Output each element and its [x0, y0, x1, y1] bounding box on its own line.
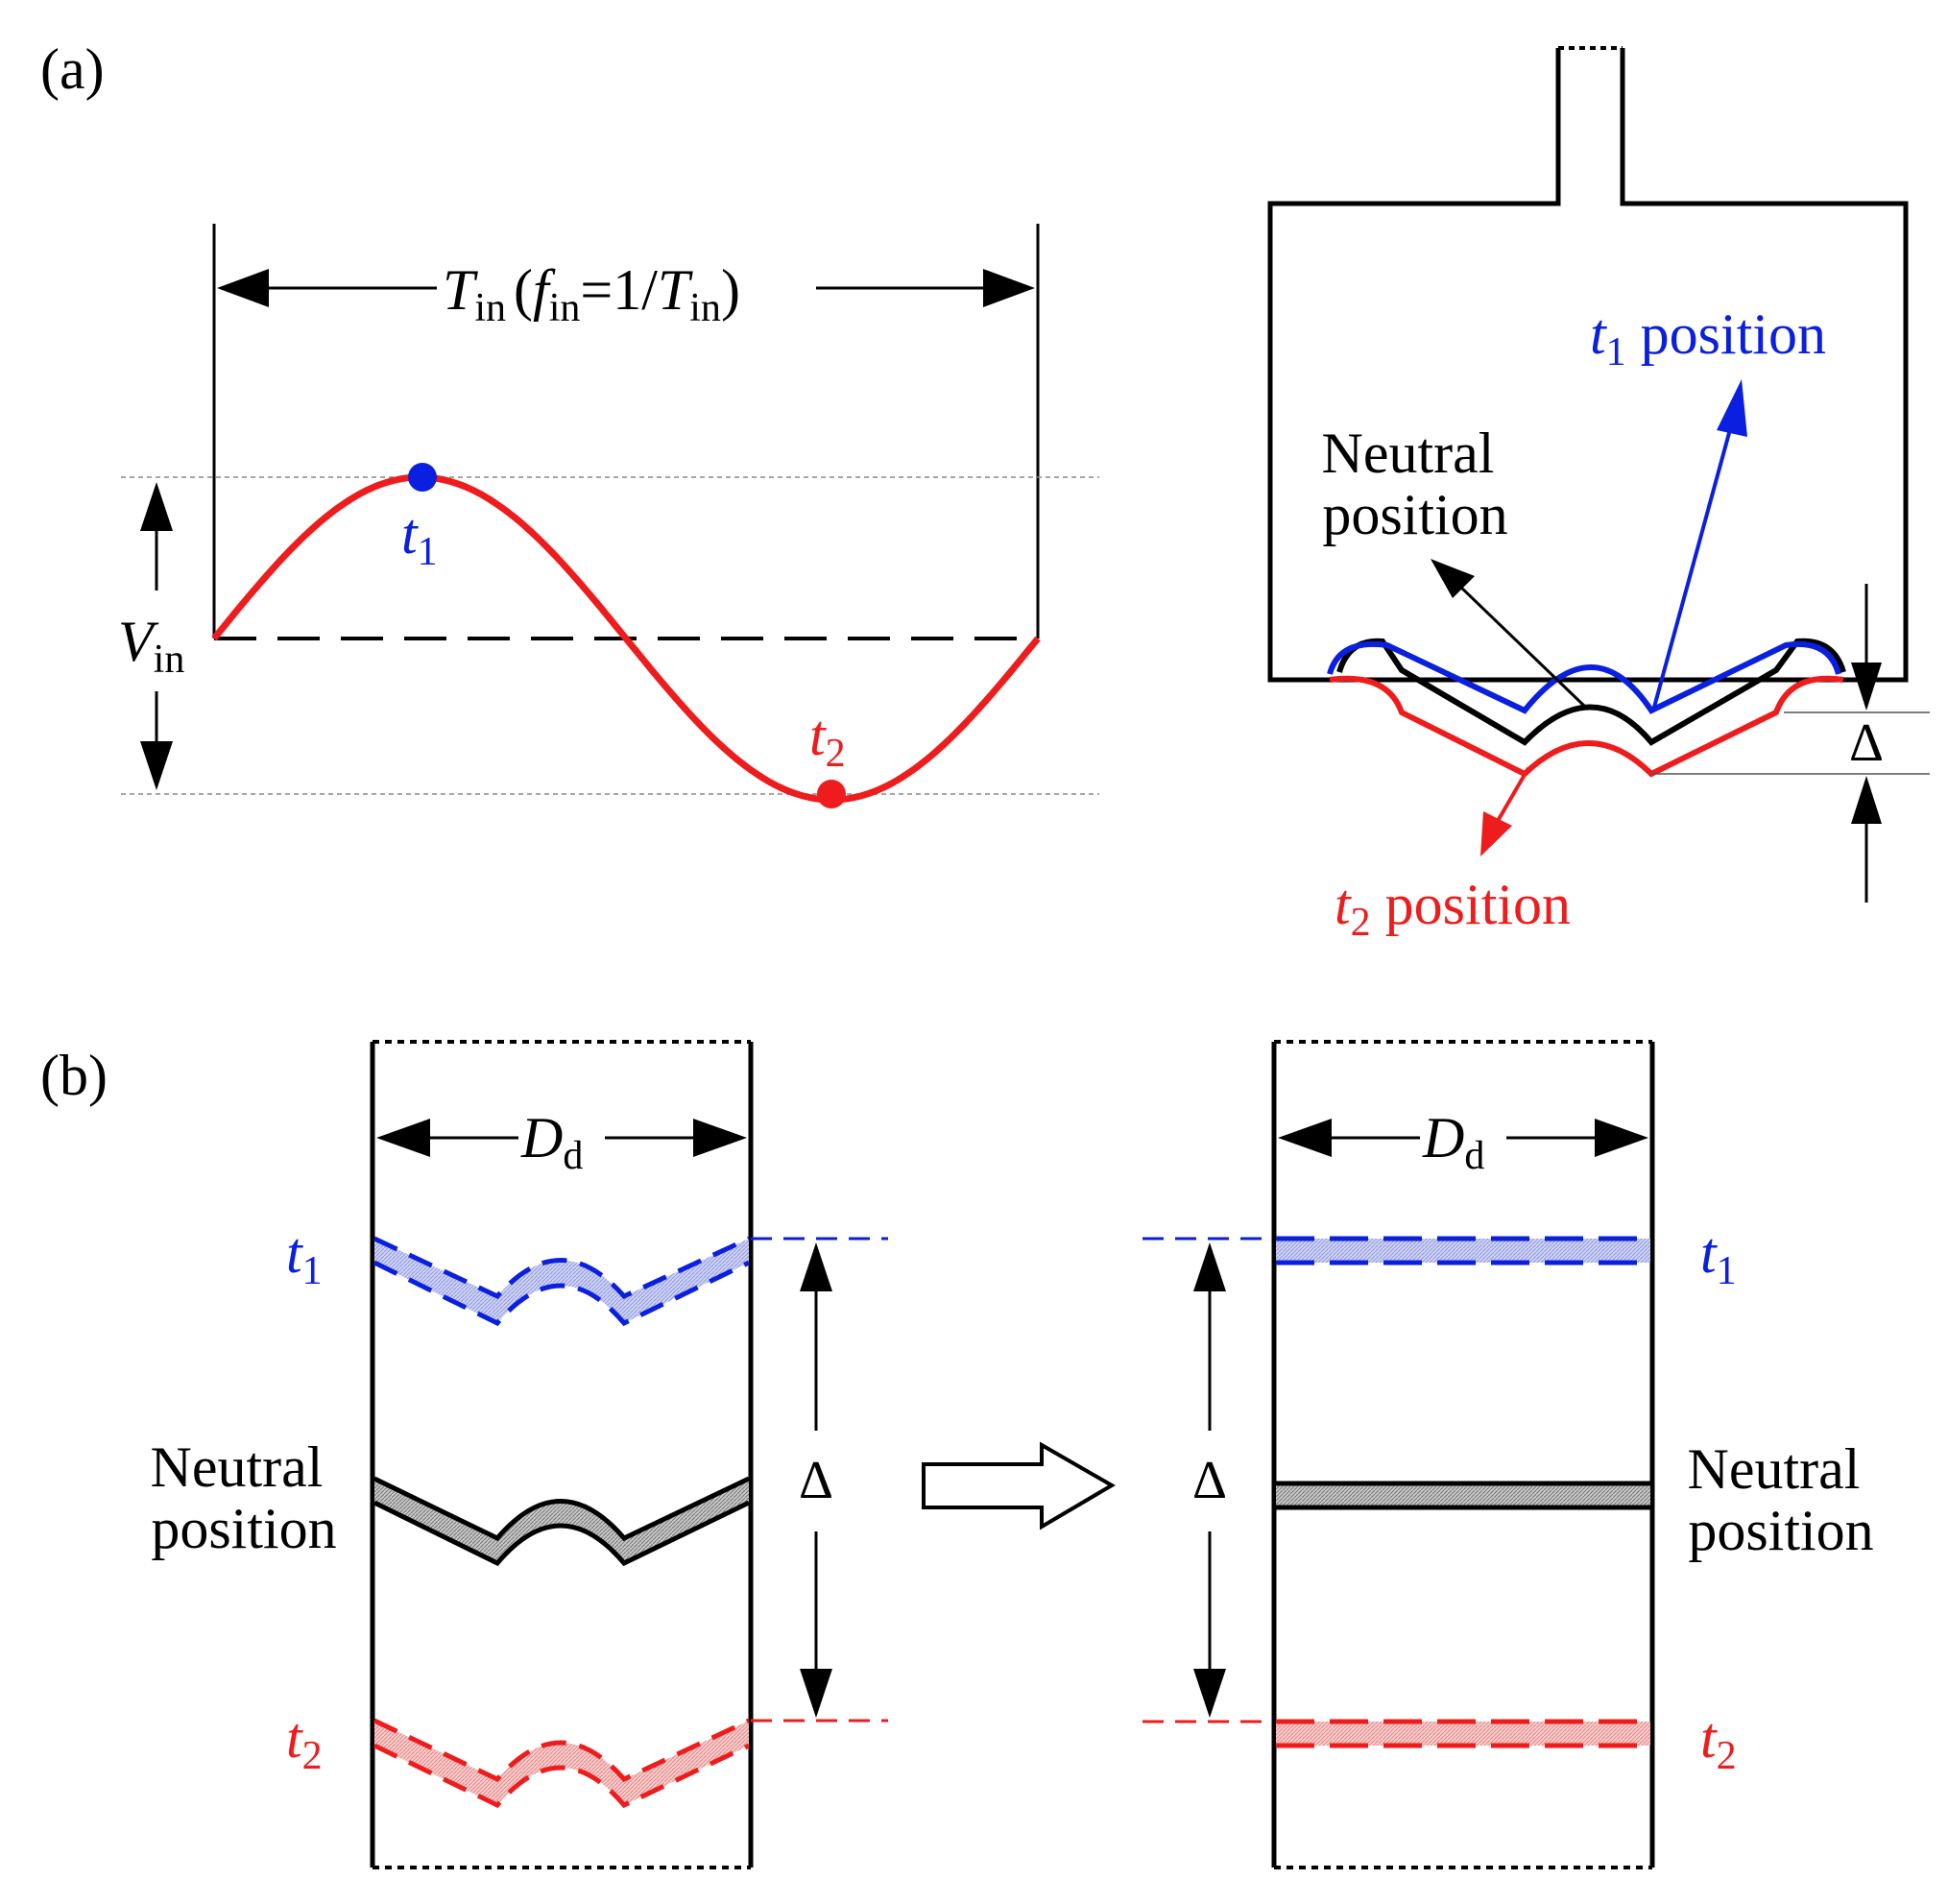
t2-label-b-right: t2 — [1700, 1706, 1737, 1778]
flat-diaphragm-t1 — [1276, 1236, 1650, 1265]
neutral-pointer — [1431, 559, 1586, 708]
delta-label-b-left: Δ — [799, 1451, 833, 1510]
t1-position-label: t1 position — [1590, 302, 1826, 374]
panel-a-label: (a) — [40, 37, 105, 101]
diameter-label-right: Dd — [1422, 1106, 1484, 1178]
t2-pointer — [1480, 766, 1530, 856]
corrugated-diaphragm-neutral — [373, 1476, 751, 1567]
tube-right — [1271, 1040, 1655, 1869]
panel-b-label: (b) — [40, 1044, 108, 1107]
delta-label-a: Δ — [1849, 713, 1884, 773]
t1-label: t1 — [401, 502, 438, 574]
diameter-label-left: Dd — [520, 1106, 583, 1178]
t1-label-b-left: t1 — [286, 1221, 323, 1293]
period-bracket — [212, 224, 1040, 639]
input-sine-wave — [211, 473, 1041, 804]
t1-label-b-right: t1 — [1700, 1221, 1737, 1293]
t1-marker — [408, 463, 437, 492]
period-label: Tin(fin=1/Tin) — [443, 258, 740, 330]
neutral-position-label-b-left: Neutral position — [151, 1435, 338, 1560]
tube-left — [370, 1040, 754, 1869]
t2-position-label: t2 position — [1335, 873, 1571, 945]
delta-indicator-a — [1651, 584, 1930, 903]
delta-arrow-left — [800, 1242, 832, 1718]
diaphragm-t1 — [1327, 640, 1841, 714]
amplitude-label: Vin — [118, 610, 184, 682]
delta-arrow-right — [1193, 1242, 1226, 1718]
t1-pointer — [1651, 379, 1747, 711]
t2-label-b-left: t2 — [286, 1706, 323, 1778]
amplitude-arrows — [140, 482, 173, 790]
neutral-position-label-a: Neutral position — [1322, 422, 1509, 546]
transform-arrow — [922, 1441, 1116, 1530]
corrugated-diaphragm-t1 — [373, 1236, 751, 1327]
neutral-position-label-b-right: Neutral position — [1688, 1437, 1875, 1562]
diameter-arrow-right — [1278, 1119, 1648, 1157]
diameter-arrow-left — [376, 1119, 747, 1157]
chamber-outline — [1267, 48, 1909, 683]
flat-diaphragm-t2 — [1276, 1719, 1650, 1748]
t2-label: t2 — [809, 704, 846, 776]
diaphragm-t2 — [1329, 675, 1844, 778]
t2-marker — [817, 780, 846, 808]
delta-label-b-right: Δ — [1192, 1451, 1227, 1510]
flat-diaphragm-neutral — [1276, 1481, 1650, 1510]
corrugated-diaphragm-t2 — [373, 1718, 751, 1809]
